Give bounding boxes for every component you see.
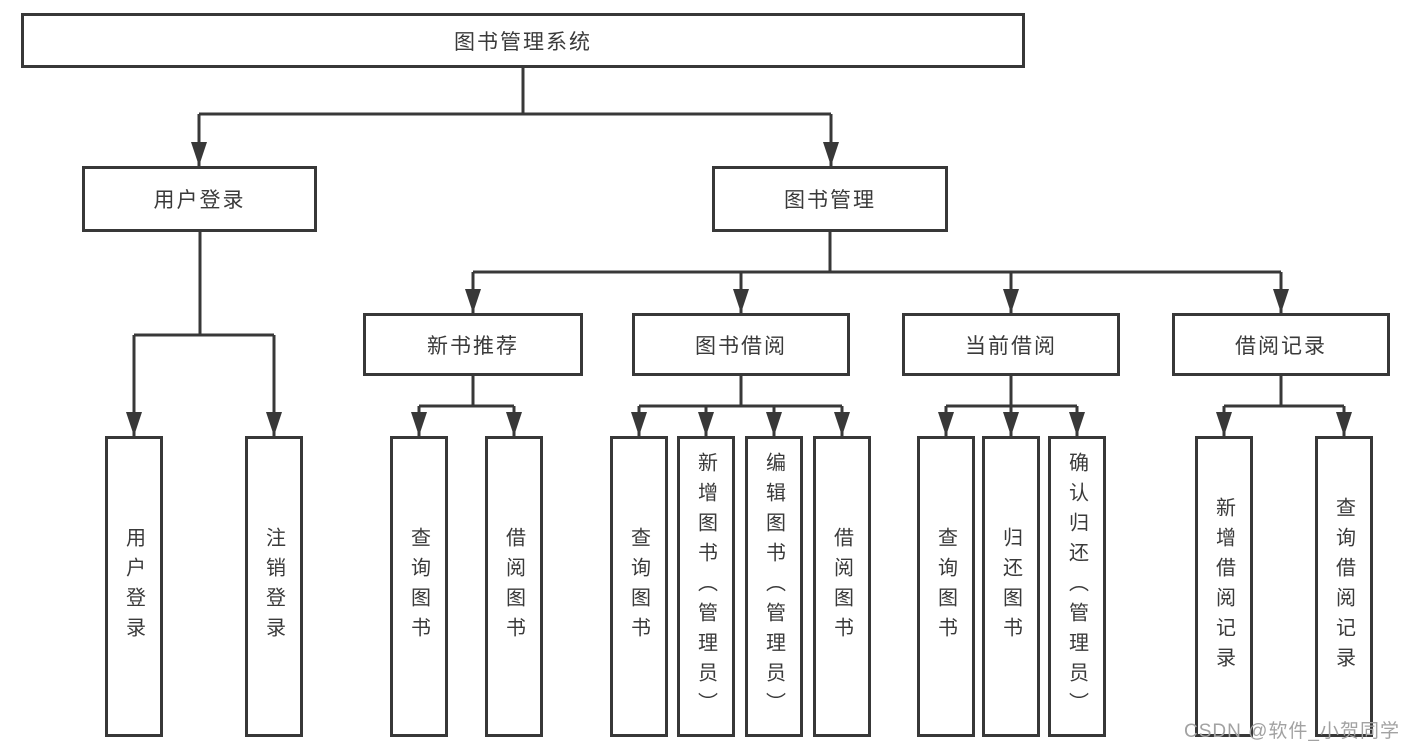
- leaf-edit-book-admin: 编辑图书（管理员）: [745, 436, 803, 737]
- node-new-book-recommend: 新书推荐: [363, 313, 583, 376]
- watermark: CSDN @软件_小贺同学: [1184, 721, 1400, 742]
- leaf-current-query-book-label: 查询图书: [934, 526, 957, 647]
- leaf-query-borrow-record-label: 查询借阅记录: [1332, 496, 1355, 677]
- node-borrow-records-label: 借阅记录: [1235, 334, 1327, 358]
- leaf-logout: 注销登录: [245, 436, 303, 737]
- node-root-label: 图书管理系统: [454, 30, 592, 54]
- leaf-borrow-book: 借阅图书: [813, 436, 871, 737]
- node-book-borrow-label: 图书借阅: [695, 334, 787, 358]
- leaf-return-book: 归还图书: [982, 436, 1040, 737]
- leaf-recommend-query-book: 查询图书: [390, 436, 448, 737]
- leaf-borrow-query-book-label: 查询图书: [627, 526, 650, 647]
- connector-book-management: [465, 230, 1289, 313]
- node-new-book-recommend-label: 新书推荐: [427, 334, 519, 358]
- leaf-return-book-label: 归还图书: [999, 526, 1022, 647]
- connector-current-borrow: [938, 374, 1085, 436]
- leaf-add-borrow-record: 新增借阅记录: [1195, 436, 1253, 737]
- leaf-recommend-borrow-book-label: 借阅图书: [502, 526, 525, 647]
- leaf-borrow-query-book: 查询图书: [610, 436, 668, 737]
- connector-borrow-records: [1216, 374, 1352, 436]
- node-book-borrow: 图书借阅: [632, 313, 850, 376]
- connector-new-book-recommend: [411, 374, 522, 436]
- leaf-user-login: 用户登录: [105, 436, 163, 737]
- node-root: 图书管理系统: [21, 13, 1025, 68]
- leaf-add-book-admin: 新增图书（管理员）: [677, 436, 735, 737]
- leaf-add-borrow-record-label: 新增借阅记录: [1212, 496, 1235, 677]
- leaf-confirm-return-admin-label: 确认归还（管理员）: [1065, 451, 1088, 722]
- leaf-add-book-admin-label: 新增图书（管理员）: [694, 451, 717, 722]
- leaf-borrow-book-label: 借阅图书: [830, 526, 853, 647]
- connector-book-borrow: [631, 374, 850, 436]
- leaf-user-login-label: 用户登录: [122, 526, 145, 647]
- leaf-confirm-return-admin: 确认归还（管理员）: [1048, 436, 1106, 737]
- connector-user-login: [126, 230, 282, 436]
- leaf-logout-label: 注销登录: [262, 526, 285, 647]
- node-user-login: 用户登录: [82, 166, 317, 232]
- node-borrow-records: 借阅记录: [1172, 313, 1390, 376]
- node-book-management: 图书管理: [712, 166, 948, 232]
- leaf-recommend-query-book-label: 查询图书: [407, 526, 430, 647]
- node-current-borrow: 当前借阅: [902, 313, 1120, 376]
- leaf-current-query-book: 查询图书: [917, 436, 975, 737]
- leaf-recommend-borrow-book: 借阅图书: [485, 436, 543, 737]
- node-book-management-label: 图书管理: [784, 189, 876, 212]
- connector-root: [191, 66, 839, 166]
- node-current-borrow-label: 当前借阅: [965, 334, 1057, 358]
- leaf-edit-book-admin-label: 编辑图书（管理员）: [762, 451, 785, 722]
- node-user-login-label: 用户登录: [153, 189, 246, 212]
- leaf-query-borrow-record: 查询借阅记录: [1315, 436, 1373, 737]
